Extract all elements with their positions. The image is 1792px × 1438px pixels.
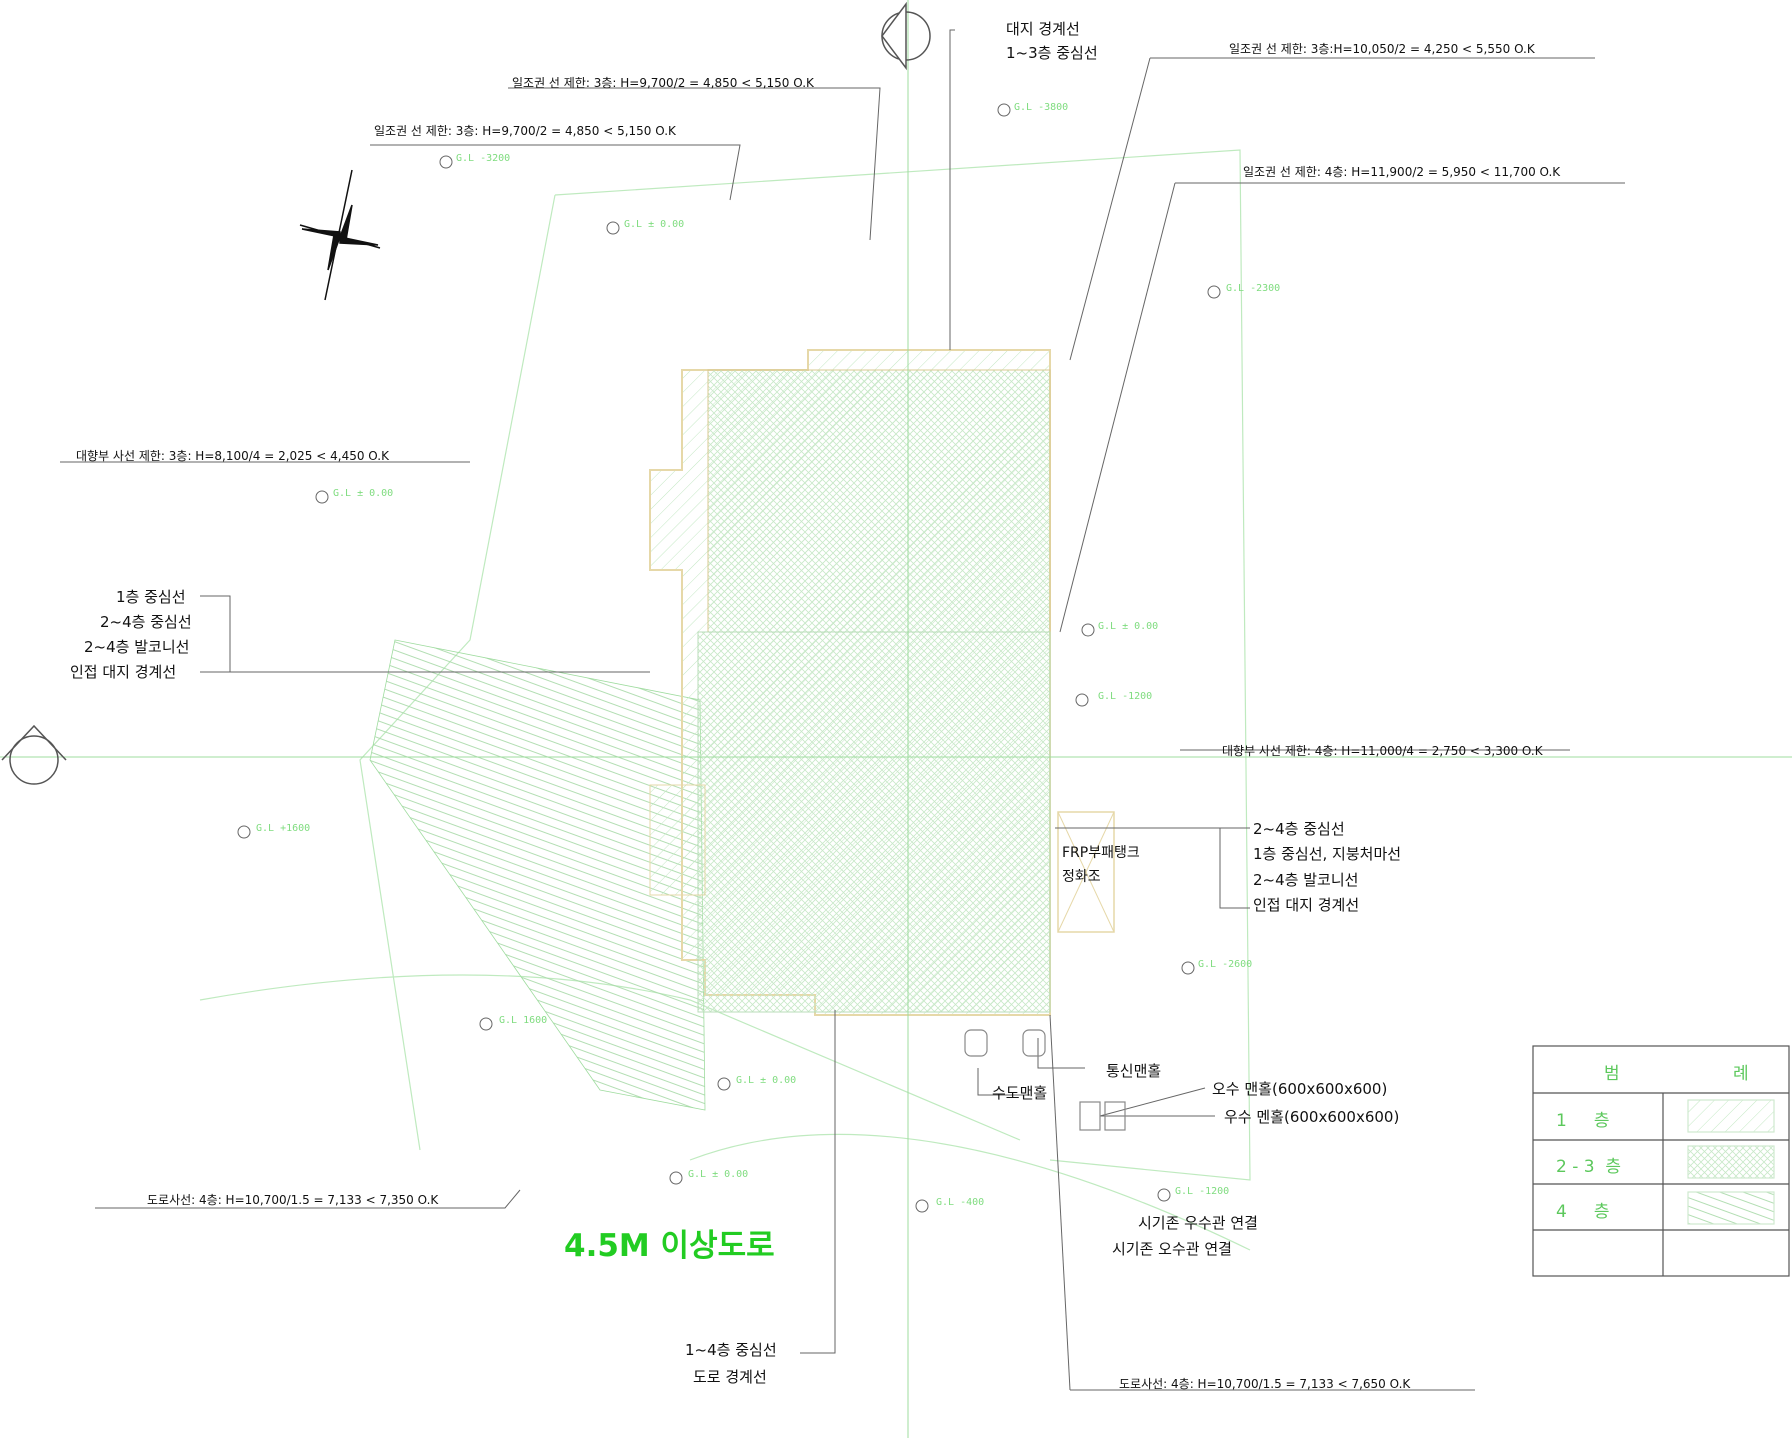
ground-level-label: G.L -400 [936,1197,985,1208]
ground-level-label: G.L ± 0.00 [624,219,685,230]
existing-storm-label: 시기존 우수관 연결 [1138,1214,1258,1232]
level-markers [237,103,1221,1213]
ground-level-label: G.L -3200 [456,153,511,164]
ground-level-label: G.L -3800 [1014,102,1069,113]
water-manhole-label: 수도맨홀 [992,1084,1048,1102]
ground-level-label: G.L 1600 [499,1015,548,1026]
grid-bubble-left [1,724,67,785]
frp-tank-label: FRP부패탱크 [1062,845,1140,861]
legend-floor-1: 1 층 [1556,1111,1610,1131]
ground-level-label: G.L ± 0.00 [333,488,394,499]
storm-manhole-label: 우수 멘홀(600x600x600) [1224,1108,1400,1126]
ground-level-label: G.L ± 0.00 [688,1169,749,1180]
north-compass-icon [299,169,381,301]
site-boundary-label: 대지 경계선 [1006,20,1080,38]
face-right-4f-note: 대향부 사선 제한: 4층: H=11,000/4 = 2,750 < 3,30… [1222,744,1543,758]
septic-label: 정화조 [1062,869,1101,885]
center-2-4-label: 2~4층 중심선 [100,613,192,631]
telecom-manhole-label: 통신맨홀 [1106,1062,1162,1080]
ground-level-label: G.L -2600 [1198,959,1253,970]
center-1-label: 1층 중심선 [116,588,186,606]
adjacent-boundary-label: 인접 대지 경계선 [70,663,177,681]
legend-table [1532,1045,1790,1277]
sewage-manhole-label: 오수 맨홀(600x600x600) [1212,1080,1388,1098]
sun-right-3f-note: 일조권 선 제한: 3층:H=10,050/2 = 4,250 < 5,550 … [1229,42,1535,56]
ground-level-label: G.L ± 0.00 [1098,621,1159,632]
right-center-2-4-label: 2~4층 중심선 [1253,820,1345,838]
legend-title-left: 범 [1604,1064,1620,1084]
legend-floor-2-3: 2 - 3 층 [1556,1157,1622,1177]
site-outline [199,149,1251,1251]
manholes [964,1029,1126,1131]
road-right-4f-note: 도로사선: 4층: H=10,700/1.5 = 7,133 < 7,650 O… [1119,1377,1411,1391]
road-name: 4.5M 이상도로 [564,1228,775,1264]
center-1-4-label: 1~4층 중심선 [685,1341,777,1359]
road-left-4f-note: 도로사선: 4층: H=10,700/1.5 = 7,133 < 7,350 O… [147,1193,439,1207]
ground-level-label: G.L -2300 [1226,283,1281,294]
sun-mid-3f-note: 일조권 선 제한: 3층: H=9,700/2 = 4,850 < 5,150 … [374,124,676,138]
sun-top-3f-note: 일조권 선 제한: 3층: H=9,700/2 = 4,850 < 5,150 … [512,76,814,90]
ground-level-label: G.L +1600 [256,823,311,834]
road-boundary-label: 도로 경계선 [693,1368,767,1386]
legend-floor-4: 4 층 [1556,1202,1610,1222]
leader-lines [60,29,1625,1391]
balcony-2-4-label: 2~4층 발코니선 [84,638,190,656]
right-balcony-2-4-label: 2~4층 발코니선 [1253,871,1359,889]
ground-level-label: G.L -1200 [1175,1186,1230,1197]
face-left-3f-note: 대향부 사선 제한: 3층: H=8,100/4 = 2,025 < 4,450… [76,449,389,463]
ground-level-label: G.L ± 0.00 [736,1075,797,1086]
building-footprint [649,349,1115,1016]
right-adjacent-boundary-label: 인접 대지 경계선 [1253,896,1360,914]
center-1-3-label: 1~3층 중심선 [1006,44,1098,62]
sun-right-4f-note: 일조권 선 제한: 4층: H=11,900/2 = 5,950 < 11,70… [1243,165,1561,179]
existing-sewage-label: 시기존 오수관 연결 [1112,1240,1232,1258]
ground-level-label: G.L -1200 [1098,691,1153,702]
legend-title-right: 례 [1733,1064,1749,1084]
grid-bubble-top [881,1,931,71]
right-center-1-eaves-label: 1층 중심선, 지붕처마선 [1253,845,1402,863]
